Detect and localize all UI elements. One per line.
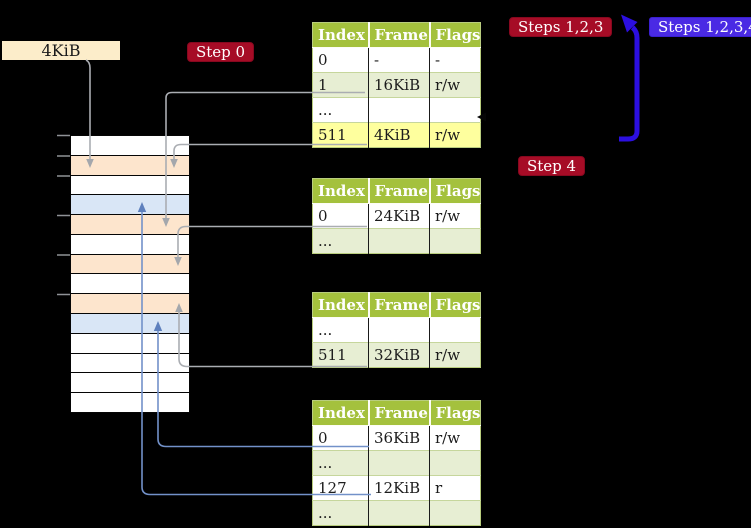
table-cell: 511: [312, 342, 369, 368]
table-cell: [368, 450, 430, 476]
table-cell: 32KiB: [368, 342, 430, 368]
table-cell: 0: [312, 47, 369, 73]
column-header: Flags: [429, 292, 481, 318]
table-cell: 4KiB: [368, 122, 430, 148]
steps-123-badge: Steps 1,2,3: [509, 17, 613, 37]
table-cell: r/w: [429, 342, 481, 368]
table-cell: [430, 318, 481, 343]
column-header: Index: [312, 400, 370, 426]
physical-memory-strip: [70, 135, 190, 413]
page-size-label: 4KiB: [2, 41, 120, 60]
table-row: 0--: [312, 47, 481, 73]
memory-row-page-table: [71, 154, 189, 175]
table-row: ...: [312, 228, 481, 254]
table-cell: r: [429, 475, 481, 501]
memory-row-mapped-page: [71, 313, 189, 333]
table-cell: 12KiB: [368, 475, 430, 501]
table-cell: [368, 317, 430, 343]
table-row: ...: [312, 500, 481, 526]
table-cell: 127: [312, 475, 369, 501]
table-cell: [368, 500, 430, 526]
memory-row-free: [71, 273, 189, 294]
table-cell: r/w: [429, 72, 481, 98]
table-cell: 36KiB: [368, 425, 430, 451]
memory-row-free: [71, 372, 189, 393]
table-cell: r/w: [429, 122, 481, 148]
table-cell: 0: [312, 203, 369, 229]
table-cell: ...: [312, 450, 369, 476]
table-cell: 16KiB: [368, 72, 430, 98]
table-cell: r/w: [435, 207, 461, 225]
column-header: Index: [312, 178, 370, 204]
memory-row-mapped-page: [71, 194, 189, 215]
column-header: Index: [312, 22, 370, 48]
step-4-badge: Step 4: [518, 156, 586, 176]
column-header: Frame: [368, 178, 431, 204]
memory-tick-marks: [57, 134, 70, 296]
table-cell: [429, 97, 481, 123]
step-0-badge: Step 0: [187, 42, 255, 62]
column-header: Frame: [368, 292, 431, 318]
table-cell: ...: [312, 317, 369, 343]
table-cell: -: [368, 47, 430, 73]
column-header: Flags: [429, 400, 481, 426]
table-row: ...: [312, 450, 481, 476]
column-header: Index: [312, 292, 370, 318]
column-header: Frame: [368, 22, 431, 48]
table-cell: ...: [312, 228, 369, 254]
recursive-loop-arrow: [619, 14, 640, 142]
table-row: ...: [312, 97, 481, 123]
memory-row-free: [71, 392, 189, 412]
memory-row-free: [71, 332, 189, 353]
table-cell: 24KiB: [368, 203, 430, 229]
table-cell: r/w: [435, 429, 461, 447]
table-cell: ...: [312, 97, 369, 123]
table-cell: ...: [312, 500, 369, 526]
table-cell: [429, 228, 481, 254]
steps-1234-badge: Steps 1,2,3,4: [649, 17, 751, 37]
table-cell: 511: [312, 122, 369, 148]
column-header: Flags: [429, 178, 481, 204]
memory-row-page-table: [71, 253, 189, 274]
memory-row-free: [71, 174, 189, 195]
table-cell: 0: [312, 425, 369, 451]
table-cell: 1: [312, 72, 369, 98]
table-row: ...: [312, 317, 481, 343]
table-cell: -: [435, 51, 441, 69]
table-cell: [429, 450, 481, 476]
column-header: Frame: [368, 400, 431, 426]
table-cell: [368, 97, 430, 123]
memory-row-page-table: [71, 214, 189, 234]
column-header: Flags: [429, 22, 481, 48]
memory-row-free: [71, 352, 189, 373]
memory-row-free: [71, 136, 189, 155]
memory-row-free: [71, 233, 189, 254]
memory-row-page-table: [71, 293, 189, 314]
table-cell: [368, 228, 430, 254]
table-cell: [429, 500, 481, 526]
